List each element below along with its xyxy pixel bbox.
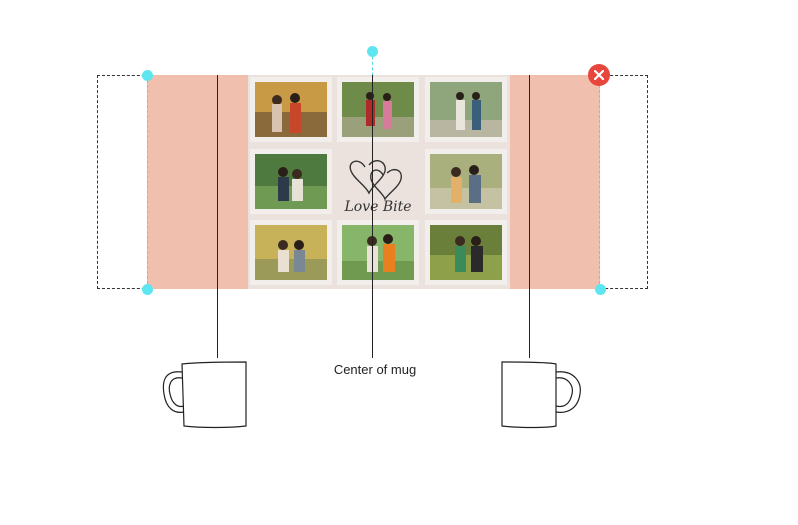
mug-icon (501, 361, 581, 429)
couple-photo-8 (430, 225, 502, 280)
photo-frame[interactable] (250, 149, 332, 214)
photo-frame[interactable] (425, 77, 507, 142)
couple-photo-5 (430, 154, 502, 209)
photo-frame[interactable] (250, 77, 332, 142)
rotate-handle[interactable] (367, 46, 378, 57)
mug-right-edge-line (529, 75, 530, 358)
mug-left-edge-line (217, 75, 218, 358)
couple-photo-1 (255, 82, 327, 137)
resize-handle-bottom-left[interactable] (142, 284, 153, 295)
vertical-center-guide (372, 51, 373, 81)
delete-button[interactable] (588, 64, 610, 86)
photo-frame[interactable] (337, 77, 419, 142)
resize-handle-bottom-right[interactable] (595, 284, 606, 295)
photo-frame[interactable] (425, 220, 507, 285)
photo-frame[interactable] (250, 220, 332, 285)
resize-handle-top-left[interactable] (142, 70, 153, 81)
love-bite-emblem[interactable]: Love Bite (337, 149, 419, 215)
hearts-icon: Love Bite (343, 160, 412, 215)
couple-photo-7 (342, 225, 414, 280)
couple-photo-3 (430, 82, 502, 137)
couple-photo-2 (342, 82, 414, 137)
photo-frame[interactable] (425, 149, 507, 214)
photo-frame[interactable] (337, 220, 419, 285)
love-bite-text: Love Bite (343, 199, 411, 214)
center-of-mug-label: Center of mug (333, 362, 417, 377)
mug-icon (162, 361, 247, 429)
mug-center-line (372, 75, 373, 358)
close-icon (594, 70, 604, 80)
couple-photo-4 (255, 154, 327, 209)
couple-photo-6 (255, 225, 327, 280)
